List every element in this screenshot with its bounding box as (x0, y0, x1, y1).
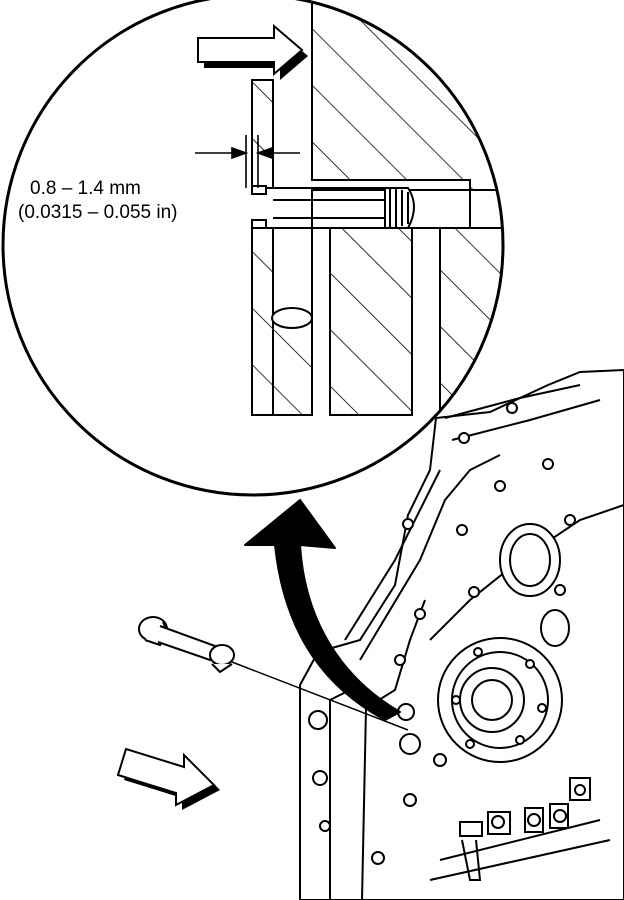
clearance-metric-label: 0.8 – 1.4 mm (30, 178, 141, 199)
clearance-imperial-label: (0.0315 – 0.055 in) (18, 202, 178, 223)
dimension-marker (195, 135, 300, 188)
crank-pulley (437, 637, 563, 763)
bolt (138, 616, 217, 662)
callout-arrow-icon (244, 499, 401, 721)
install-line (231, 661, 409, 731)
oil-gallery-plug (384, 187, 415, 229)
washer (209, 644, 235, 674)
direction-arrow-icon (116, 747, 220, 810)
engine-block (299, 368, 624, 900)
direction-arrow-icon (197, 23, 308, 80)
